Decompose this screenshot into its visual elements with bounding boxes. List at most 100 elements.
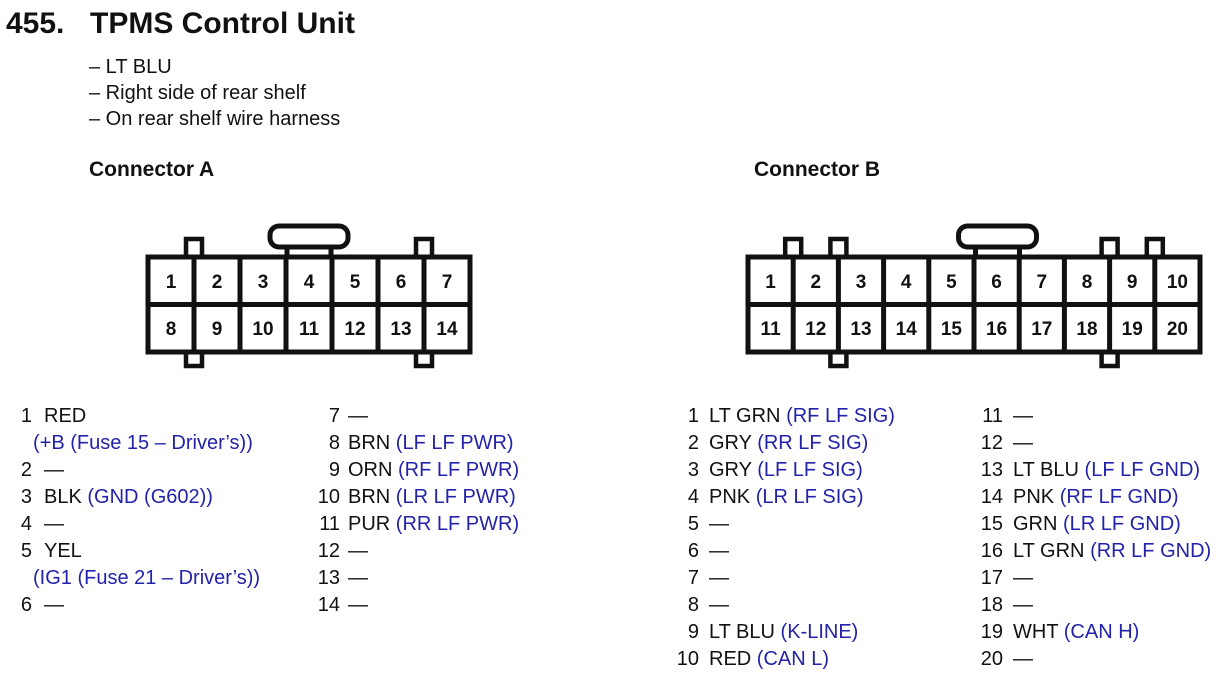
pin-signal-label: (LF LF PWR) <box>395 432 514 454</box>
cavity-number: 18 <box>1076 319 1097 340</box>
pin-wire-color: — <box>1013 567 1033 589</box>
pin-signal-label: (CAN H) <box>1063 621 1140 643</box>
section-title: TPMS Control Unit <box>90 7 355 40</box>
pin-number: 10 <box>317 486 340 508</box>
pin-wire-color: RED (CAN L) <box>709 648 830 670</box>
pin-signal-label: (RF LF GND) <box>1059 486 1179 508</box>
pin-signal-label: (GND (G602)) <box>87 486 213 508</box>
pin-wire-color: — <box>348 567 368 589</box>
pin-number: 5 <box>687 513 699 535</box>
pin-signal-label: (LR LF GND) <box>1063 513 1181 535</box>
pin-row: 5 YEL <box>10 538 260 565</box>
pin-row: 12— <box>302 538 519 565</box>
cavity-number: 8 <box>1082 272 1093 293</box>
pin-wire-color: PNK (LR LF SIG) <box>709 486 864 508</box>
pin-number: 1 <box>20 405 32 427</box>
pin-row: 4 PNK (LR LF SIG) <box>664 484 895 511</box>
pin-wire-color: LT BLU (LF LF GND) <box>1013 459 1201 481</box>
pin-number: 9 <box>687 621 699 643</box>
pin-wire-color: — <box>348 594 368 616</box>
pin-wire-color: — <box>709 513 729 535</box>
pin-wire-color: GRY (LF LF SIG) <box>709 459 863 481</box>
pin-number: 17 <box>980 567 1003 589</box>
cavity-number: 16 <box>986 319 1007 340</box>
pin-number: 15 <box>980 513 1003 535</box>
pin-row: 6— <box>664 538 895 565</box>
cavity-number: 1 <box>166 272 177 293</box>
pin-row: 2 GRY (RR LF SIG) <box>664 430 895 457</box>
pin-number: 11 <box>319 513 340 535</box>
pin-row: 2— <box>10 457 260 484</box>
pin-wire-color: BRN (LF LF PWR) <box>348 432 514 454</box>
pin-signal-continuation: (+B (Fuse 15 – Driver’s)) <box>10 430 260 457</box>
pin-wire-color: LT GRN (RF LF SIG) <box>709 405 895 427</box>
pin-row: 7— <box>302 403 519 430</box>
cavity-number: 12 <box>344 319 365 340</box>
pin-row: 14 — <box>302 592 519 619</box>
pin-number: 5 <box>20 540 32 562</box>
cavity-number: 7 <box>442 272 453 293</box>
pin-row: 6— <box>10 592 260 619</box>
pin-number: 19 <box>980 621 1003 643</box>
pin-number: 16 <box>980 540 1003 562</box>
cavity-number: 11 <box>299 319 320 340</box>
pin-number: 6 <box>687 540 699 562</box>
pin-wire-color: GRY (RR LF SIG) <box>709 432 869 454</box>
pin-signal-label: (LF LF SIG) <box>757 459 863 481</box>
pin-number: 4 <box>20 513 32 535</box>
pin-number: 8 <box>687 594 699 616</box>
pin-wire-color: GRN (LR LF GND) <box>1013 513 1181 535</box>
cavity-number: 14 <box>436 319 458 340</box>
cavity-number: 6 <box>991 272 1002 293</box>
pin-number: 11 <box>982 405 1003 427</box>
pin-wire-color: — <box>709 567 729 589</box>
pin-wire-color: PUR (RR LF PWR) <box>348 513 520 535</box>
pin-row: 11 PUR (RR LF PWR) <box>302 511 519 538</box>
pin-wire-color: WHT (CAN H) <box>1013 621 1140 643</box>
cavity-number: 20 <box>1167 319 1188 340</box>
pin-number: 2 <box>687 432 699 454</box>
pin-row: 19 WHT (CAN H) <box>964 619 1211 646</box>
pin-signal-label: (CAN L) <box>756 648 830 670</box>
pin-number: 3 <box>20 486 32 508</box>
pin-signal-label: (LF LF GND) <box>1084 459 1201 481</box>
pin-number: 7 <box>328 405 340 427</box>
pin-number: 6 <box>20 594 32 616</box>
cavity-number: 12 <box>805 319 826 340</box>
pin-wire-color: PNK (RF LF GND) <box>1013 486 1179 508</box>
pin-signal-continuation: (IG1 (Fuse 21 – Driver’s)) <box>10 565 260 592</box>
cavity-number: 9 <box>212 319 223 340</box>
pin-signal-label: (RR LF GND) <box>1090 540 1212 562</box>
pin-wire-color: — <box>1013 648 1033 670</box>
cavity-number: 5 <box>350 272 361 293</box>
pin-row: 4— <box>10 511 260 538</box>
pin-row: 15 GRN (LR LF GND) <box>964 511 1211 538</box>
pin-number: 9 <box>328 459 340 481</box>
pin-number: 2 <box>20 459 32 481</box>
pin-wire-color: YEL <box>44 540 82 562</box>
pin-number: 14 <box>317 594 340 616</box>
pin-signal-label: (RF LF PWR) <box>398 459 520 481</box>
cavity-number: 10 <box>1167 272 1188 293</box>
connector-a-heading: Connector A <box>89 158 215 181</box>
cavity-number: 10 <box>252 319 273 340</box>
pin-wire-color: — <box>709 594 729 616</box>
latch-bar <box>267 223 351 250</box>
pin-signal-label: (RR LF PWR) <box>395 513 520 535</box>
note-line: – LT BLU <box>89 56 172 78</box>
pin-number: 13 <box>317 567 340 589</box>
cavity-number: 6 <box>396 272 407 293</box>
pin-row: 20— <box>964 646 1211 673</box>
pin-number: 4 <box>687 486 699 508</box>
pin-wire-color: — <box>348 405 368 427</box>
